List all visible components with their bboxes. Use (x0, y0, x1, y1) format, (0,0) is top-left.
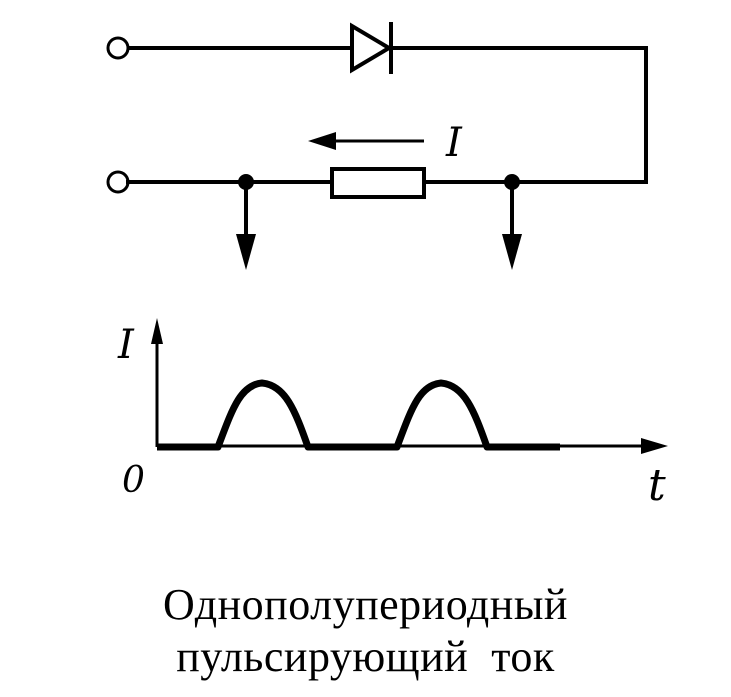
origin-label: 0 (122, 460, 145, 501)
x-axis-label: t (648, 460, 666, 511)
caption-line-2: пульсирующий ток (176, 632, 555, 681)
resistor-symbol (330, 167, 426, 199)
caption-line-1: Однополупериодный (163, 580, 568, 629)
current-direction-arrow (308, 132, 424, 150)
x-axis (157, 438, 668, 454)
input-terminal-top (106, 36, 130, 60)
y-axis (151, 318, 163, 447)
diode-symbol (350, 22, 393, 74)
top-wire (126, 46, 648, 184)
current-label: I (445, 120, 463, 166)
output-arrow-right (502, 180, 522, 270)
output-arrow-left (236, 180, 256, 270)
waveform-curve (157, 379, 560, 451)
input-terminal-bottom (106, 170, 130, 194)
y-axis-label: I (117, 322, 135, 368)
